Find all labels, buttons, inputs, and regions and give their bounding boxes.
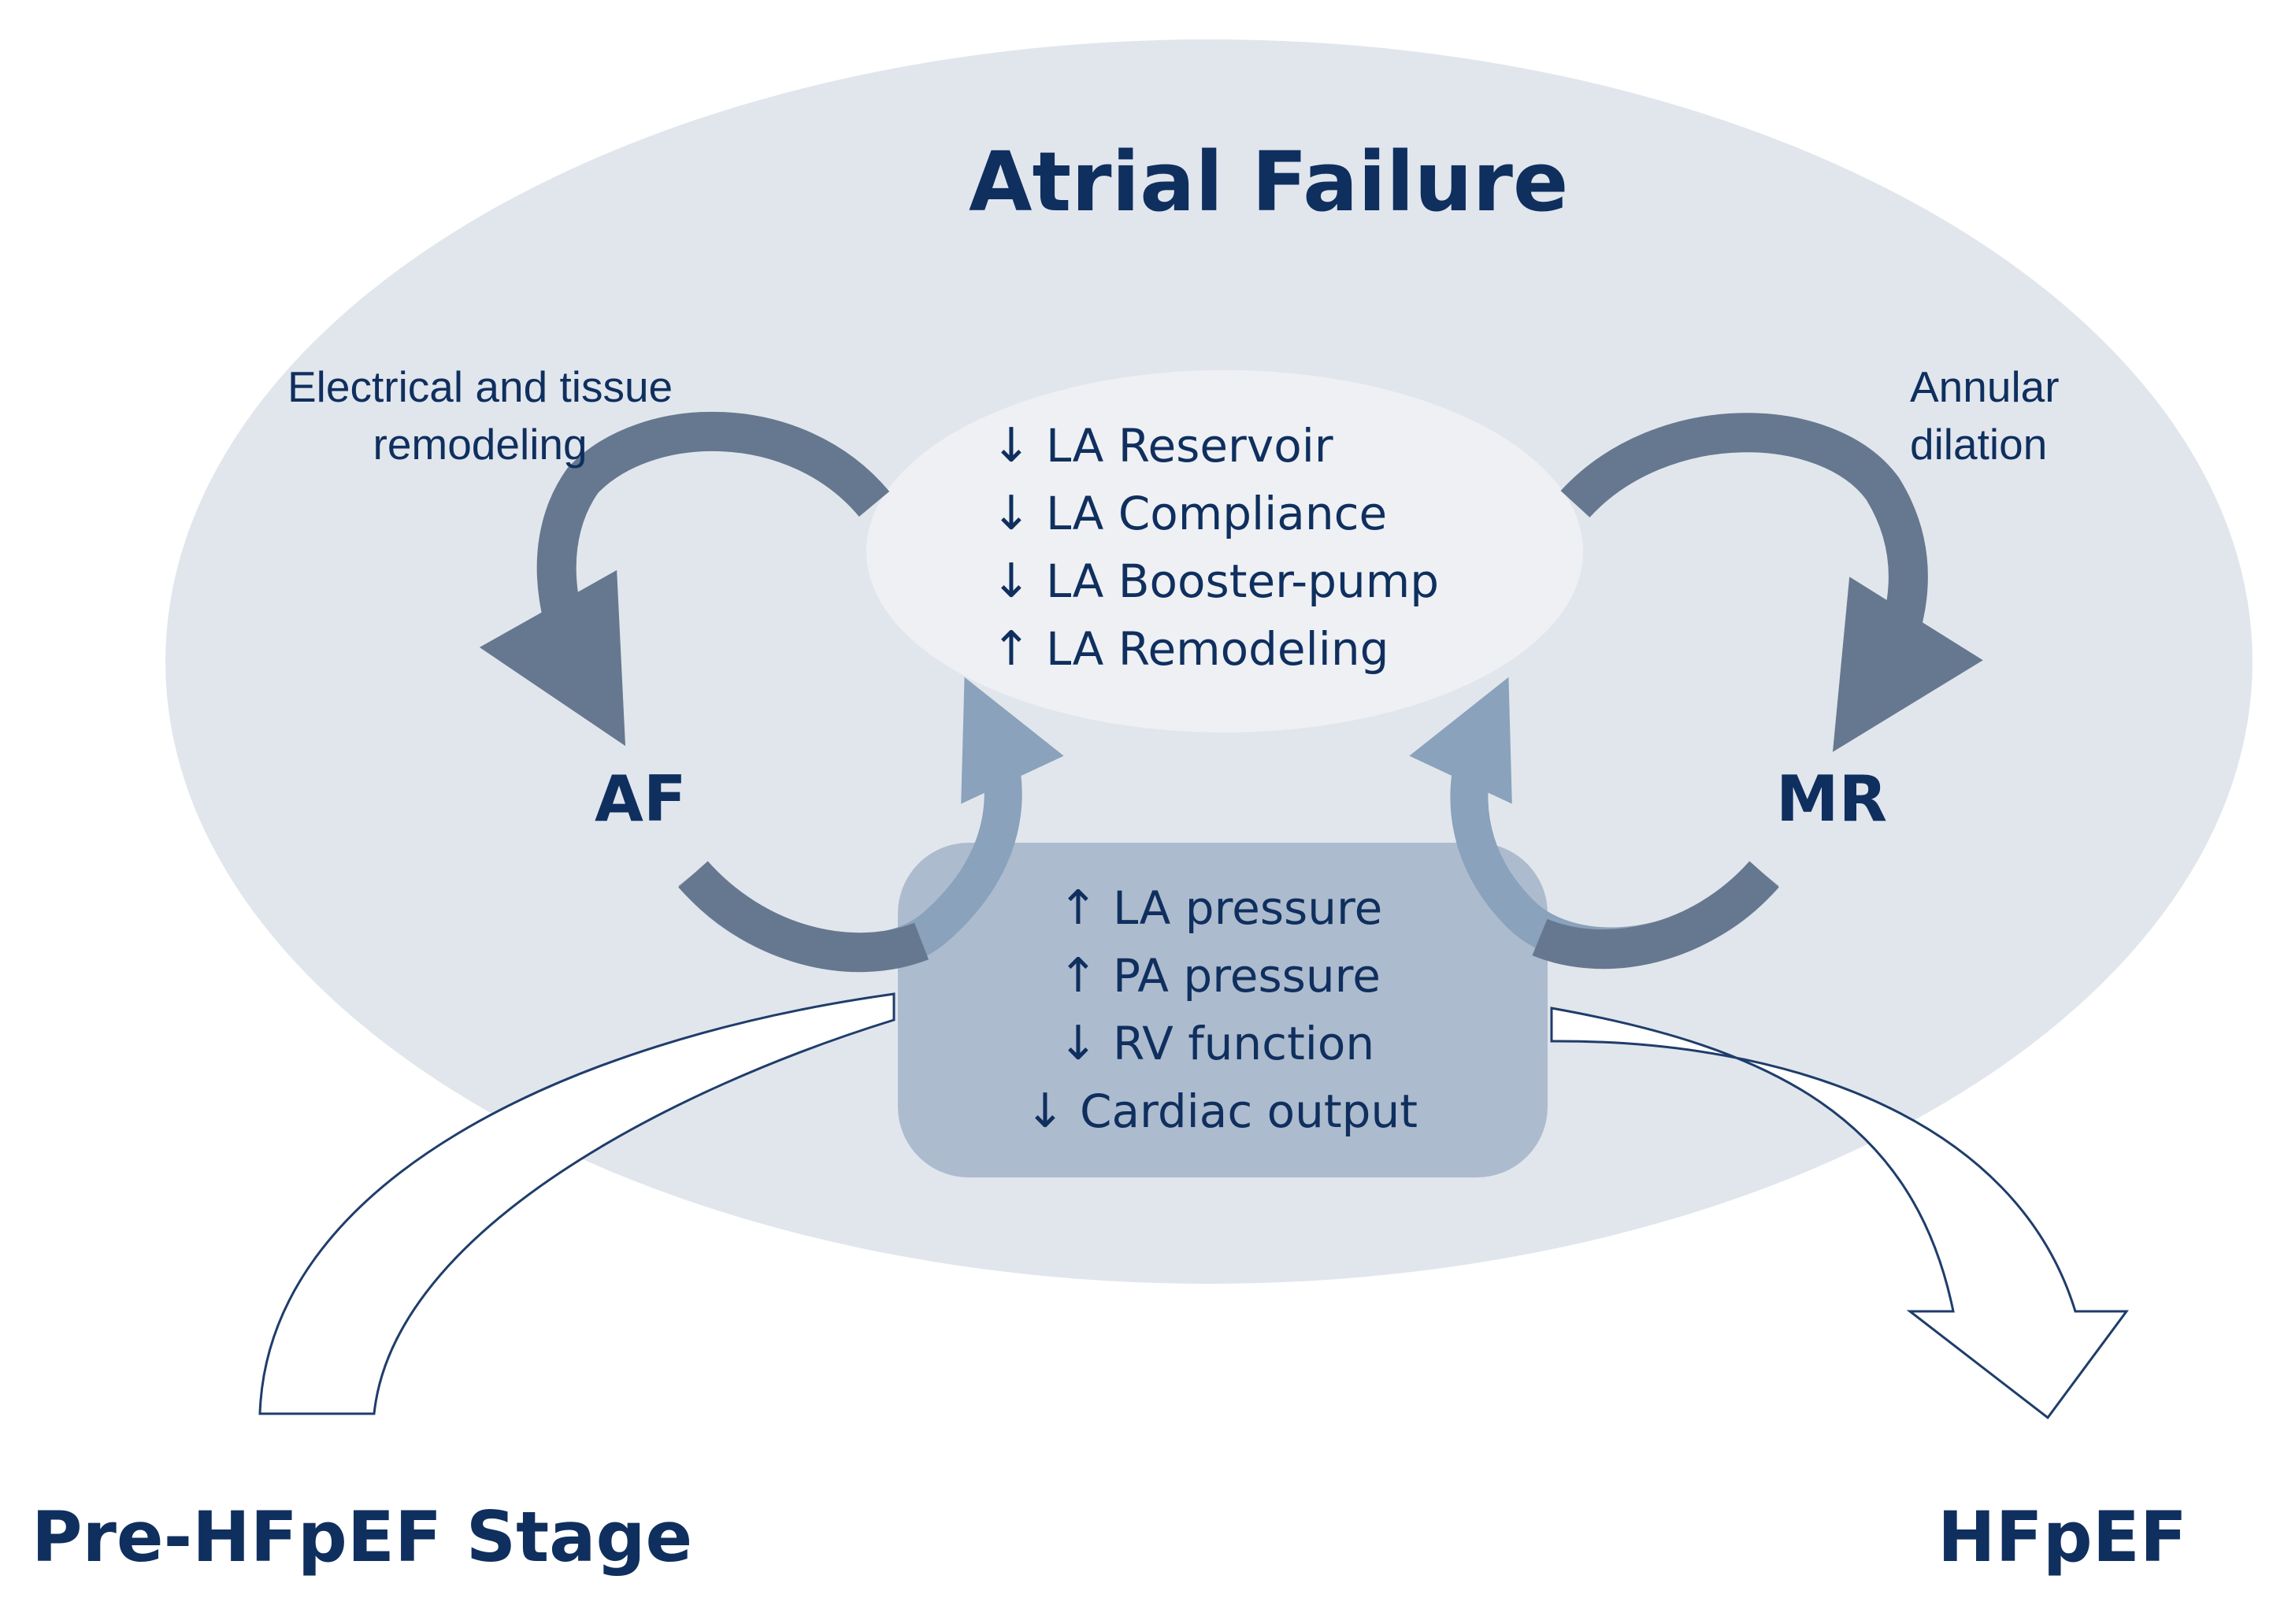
right-annotation-line2: dilation <box>1910 420 2048 469</box>
left-annotation: Electrical and tissue remodeling <box>287 358 673 473</box>
direction-arrow-icon: ↑ <box>1058 881 1099 936</box>
list-item: ↑ LA pressure <box>1044 874 1418 942</box>
direction-arrow-icon: ↓ <box>1058 1016 1099 1071</box>
diagram-title: Atrial Failure <box>969 134 1569 230</box>
list-item-text: PA pressure <box>1113 949 1381 1003</box>
right-annotation: Annular dilation <box>1910 358 2060 473</box>
list-item-text: LA Compliance <box>1046 487 1388 540</box>
hemodynamics-list: ↑ LA pressure ↑ PA pressure ↓ RV function ↓… <box>1025 874 1418 1145</box>
list-item-text: RV function <box>1113 1017 1375 1070</box>
list-item: ↓ LA Compliance <box>977 480 1439 547</box>
arrow-to-hfpef <box>1550 1007 2129 1420</box>
curved-arrow-top-right <box>1560 413 1983 752</box>
list-item: ↓ Cardiac output <box>1010 1077 1418 1145</box>
curved-arrow-bottom-left-tail <box>678 861 929 973</box>
direction-arrow-icon: ↓ <box>991 486 1032 541</box>
direction-arrow-icon: ↓ <box>991 418 1032 473</box>
list-item: ↑ LA Remodeling <box>977 615 1439 683</box>
list-item: ↓ LA Booster-pump <box>977 547 1439 615</box>
list-item-text: LA Remodeling <box>1046 622 1389 676</box>
list-item-text: LA pressure <box>1113 881 1383 935</box>
direction-arrow-icon: ↓ <box>1025 1084 1066 1139</box>
list-item-text: Cardiac output <box>1080 1085 1418 1138</box>
curved-arrow-top-left <box>479 411 890 747</box>
list-item: ↑ PA pressure <box>1044 942 1418 1010</box>
mr-node: MR <box>1776 762 1888 836</box>
list-item: ↓ LA Reservoir <box>977 412 1439 480</box>
af-node: AF <box>595 762 687 836</box>
left-annotation-line2: remodeling <box>373 420 588 469</box>
hfpef-label: HFpEF <box>1937 1496 2187 1578</box>
list-item: ↓ RV function <box>1044 1010 1418 1077</box>
right-annotation-line1: Annular <box>1910 362 2060 411</box>
list-item-text: LA Reservoir <box>1046 419 1333 473</box>
atrial-function-list: ↓ LA Reservoir ↓ LA Compliance ↓ LA Booster… <box>977 412 1439 683</box>
direction-arrow-icon: ↑ <box>1058 948 1099 1003</box>
hemodynamics-box <box>898 843 1548 1177</box>
atrial-function-ellipse <box>866 370 1583 732</box>
direction-arrow-icon: ↑ <box>991 621 1032 677</box>
direction-arrow-icon: ↓ <box>991 554 1032 609</box>
list-item-text: LA Booster-pump <box>1046 554 1440 608</box>
pre-hfpef-stage-label: Pre-HFpEF Stage <box>32 1496 693 1578</box>
curved-arrow-bottom-right-tail <box>1532 861 1779 970</box>
arrow-to-pre-hfpef <box>258 992 895 1415</box>
left-annotation-line1: Electrical and tissue <box>287 362 673 411</box>
